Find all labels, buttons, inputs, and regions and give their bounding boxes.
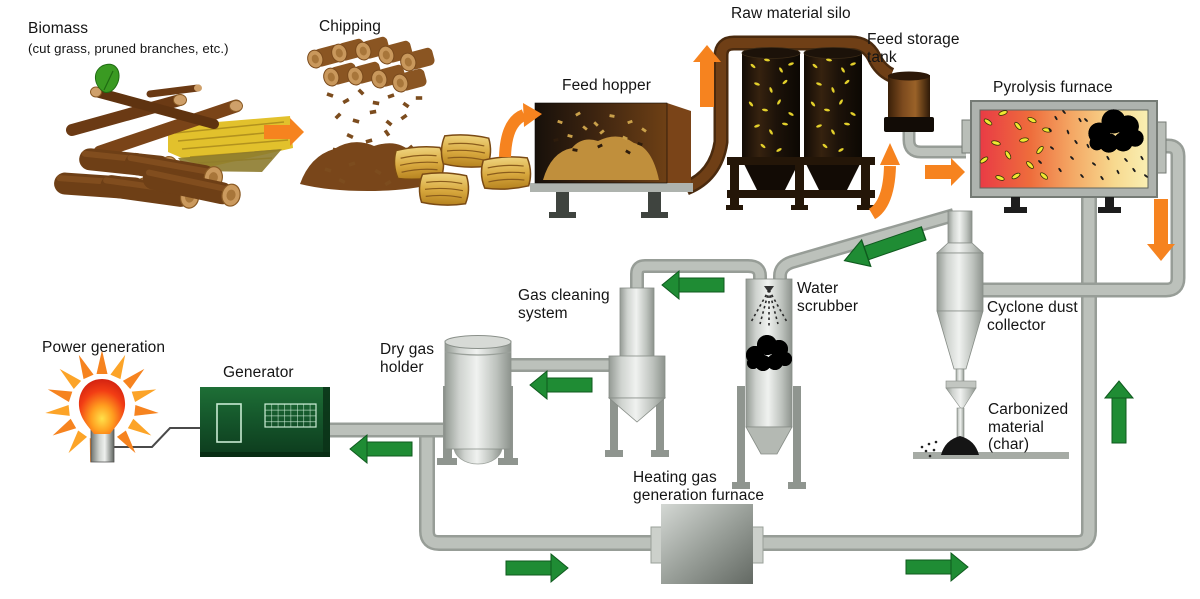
generator: [113, 387, 330, 457]
pipe-tank-to-furnace: [902, 130, 966, 159]
label-carbonized-material: Carbonized material (char): [988, 401, 1069, 454]
biomass-illustration: [52, 63, 293, 210]
pipe-cyclone-to-scrubber: [773, 208, 956, 286]
label-biomass: Biomass: [28, 20, 89, 37]
gas-cleaning-system: [605, 287, 669, 457]
pipe-furnace-to-cyclone: [981, 138, 1186, 298]
label-pyrolysis-furnace: Pyrolysis furnace: [993, 79, 1113, 96]
falling-chips: [326, 88, 423, 153]
label-power-generation: Power generation: [42, 339, 166, 356]
water-scrubber: [732, 278, 806, 489]
label-gas-cleaning-system: Gas cleaning system: [518, 287, 610, 322]
generator-panel: [216, 403, 242, 443]
carbonized-char-pile: [913, 436, 1069, 459]
generator-vent-grid: [264, 403, 317, 428]
arrow-holder-to-generator: [349, 434, 413, 464]
silo-frame: [726, 157, 875, 210]
label-water-scrubber: Water scrubber: [797, 280, 859, 315]
dry-gas-holder: [437, 335, 518, 465]
pyrolysis-furnace: [961, 100, 1167, 213]
spray-nozzle-icon: [764, 286, 774, 293]
label-generator: Generator: [223, 364, 294, 381]
label-dry-gas-holder: Dry gas holder: [380, 341, 435, 376]
feed-storage-tank: [884, 71, 934, 132]
arrow-chipping-to-hopper: [499, 109, 527, 158]
log-bundle: [305, 35, 437, 95]
arrow-silo-to-tank: [868, 165, 896, 220]
water-spray-icon: [750, 289, 788, 326]
raw-material-silo: [726, 47, 875, 210]
heating-gas-generation-furnace: [650, 504, 764, 584]
arrow-loop-right-1: [505, 553, 569, 583]
arrow-cleaning-to-holder: [529, 370, 593, 400]
arrow-chipping-to-hopper-head: [523, 103, 542, 127]
label-biomass-subtitle: (cut grass, pruned branches, etc.): [28, 41, 229, 56]
power-generation-bulb: [44, 350, 160, 464]
arrow-silo-to-tank-head: [880, 143, 900, 165]
chipping-illustration: [300, 35, 533, 207]
label-chipping: Chipping: [319, 18, 381, 35]
cyclone-dust-collector: [935, 210, 985, 441]
arrow-loop-up: [1104, 380, 1134, 444]
label-feed-storage-tank: Feed storage tank: [867, 31, 960, 66]
branches: [66, 84, 243, 159]
arrow-scrubber-to-cleaning: [661, 270, 725, 300]
furnace-legs: [1004, 197, 1121, 213]
label-feed-hopper: Feed hopper: [562, 77, 651, 94]
char-dust: [920, 440, 938, 458]
light-bulb-icon: [78, 379, 126, 434]
flow-arrows: [264, 45, 1175, 583]
feed-hopper: [530, 102, 693, 218]
arrow-tank-to-furnace: [925, 158, 965, 186]
material-flow-arrows: [264, 45, 1175, 261]
leaf-icon: [95, 63, 120, 93]
pipe-scrubber-to-cleaning: [630, 259, 767, 296]
label-raw-material-silo: Raw material silo: [731, 5, 851, 22]
label-heating-gas-generation-furnace: Heating gas generation furnace: [633, 469, 765, 504]
label-cyclone-dust-collector: Cyclone dust collector: [987, 299, 1078, 334]
arrow-loop-right-2: [905, 552, 969, 582]
